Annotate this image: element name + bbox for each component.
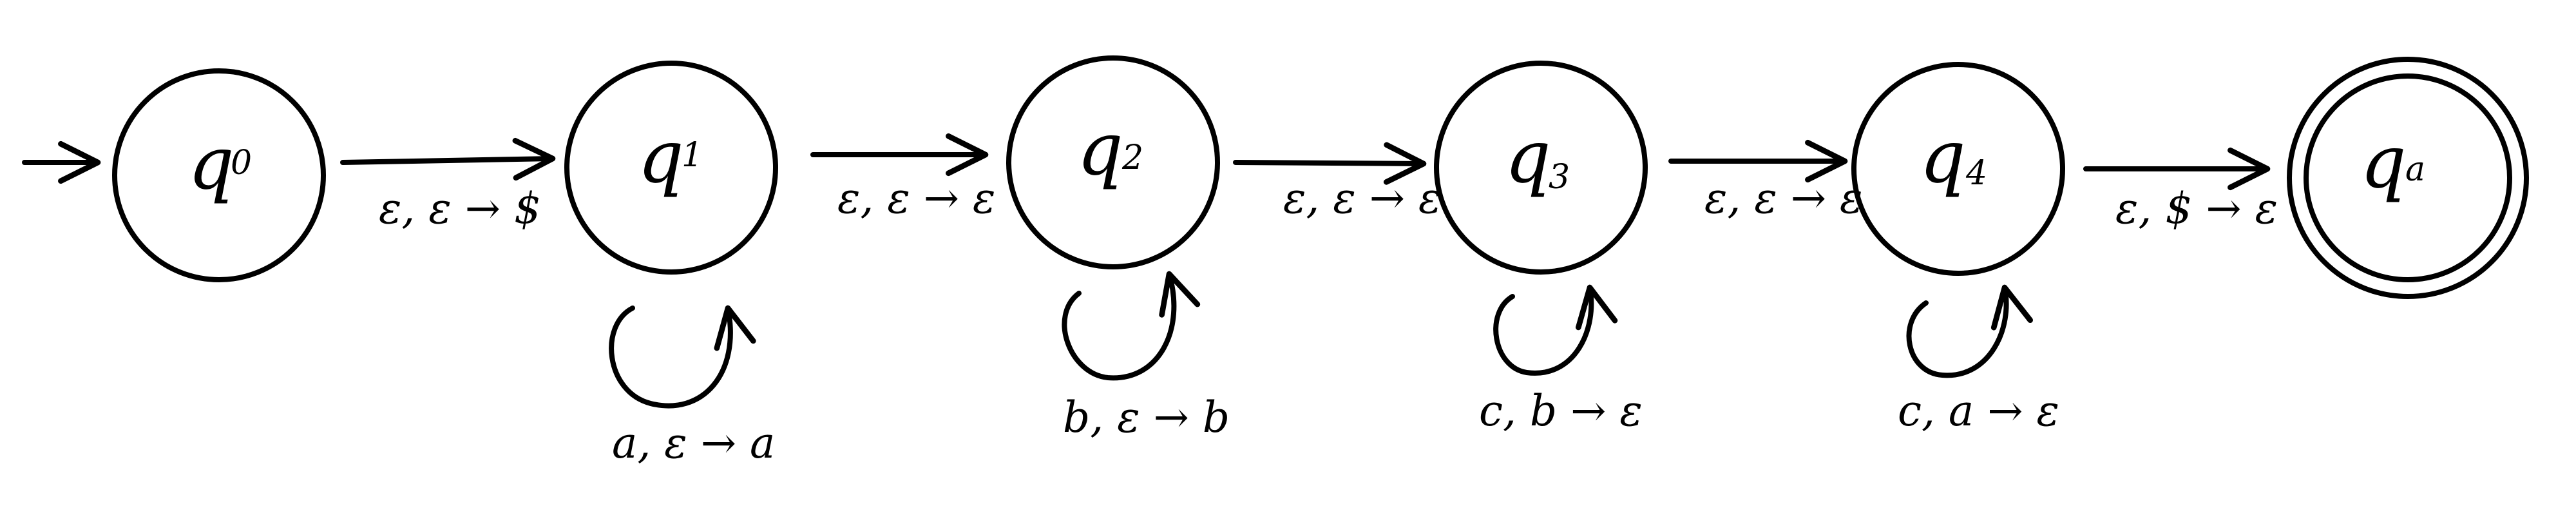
state-q4-subscript: 4	[1965, 154, 1987, 193]
self-loop-q1-label: a, ε → a	[612, 418, 775, 468]
transition-q3-q4-label: ε, ε → ε	[1704, 173, 1862, 223]
self-loop-q3-arrow	[1493, 284, 1618, 376]
self-loop-q3-label: c, b → ε	[1479, 386, 1643, 436]
state-q3-label: q	[1505, 115, 1551, 199]
self-loop-q2-label: b, ε → b	[1063, 393, 1230, 442]
state-q2-label: q	[1077, 108, 1123, 191]
state-q4: q 4	[1851, 62, 2065, 276]
state-q1-subscript: 1	[682, 136, 703, 175]
transition-q1-q2-label: ε, ε → ε	[837, 173, 995, 223]
state-q0: q 0	[112, 68, 326, 282]
state-q3: q 3	[1434, 61, 1648, 275]
state-q2-subscript: 2	[1121, 139, 1143, 177]
state-qa-label: q	[2360, 121, 2407, 204]
transition-q0-q1-arrow	[340, 137, 556, 181]
state-q0-subscript: 0	[231, 144, 252, 182]
state-qa-accept: q a	[2287, 57, 2529, 299]
state-qa-subscript: a	[2405, 150, 2425, 189]
transition-q2-q3-arrow	[1233, 142, 1427, 185]
state-q4-label: q	[1920, 115, 1966, 199]
state-q2: q 2	[1006, 55, 1220, 269]
state-q1: q 1	[564, 61, 778, 275]
state-q1-label: q	[638, 115, 684, 199]
self-loop-q2-arrow	[1062, 271, 1201, 381]
self-loop-q1-arrow	[609, 305, 756, 409]
state-q3-subscript: 3	[1549, 158, 1570, 197]
self-loop-q4-arrow	[1906, 284, 2033, 378]
transition-q4-qa-label: ε, $ → ε	[2115, 184, 2278, 233]
transition-q2-q3-label: ε, ε → ε	[1283, 173, 1441, 223]
self-loop-q4-label: c, a → ε	[1898, 386, 2059, 436]
transition-q0-q1-label: ε, ε → $	[379, 184, 541, 233]
state-q0-label: q	[188, 122, 234, 206]
